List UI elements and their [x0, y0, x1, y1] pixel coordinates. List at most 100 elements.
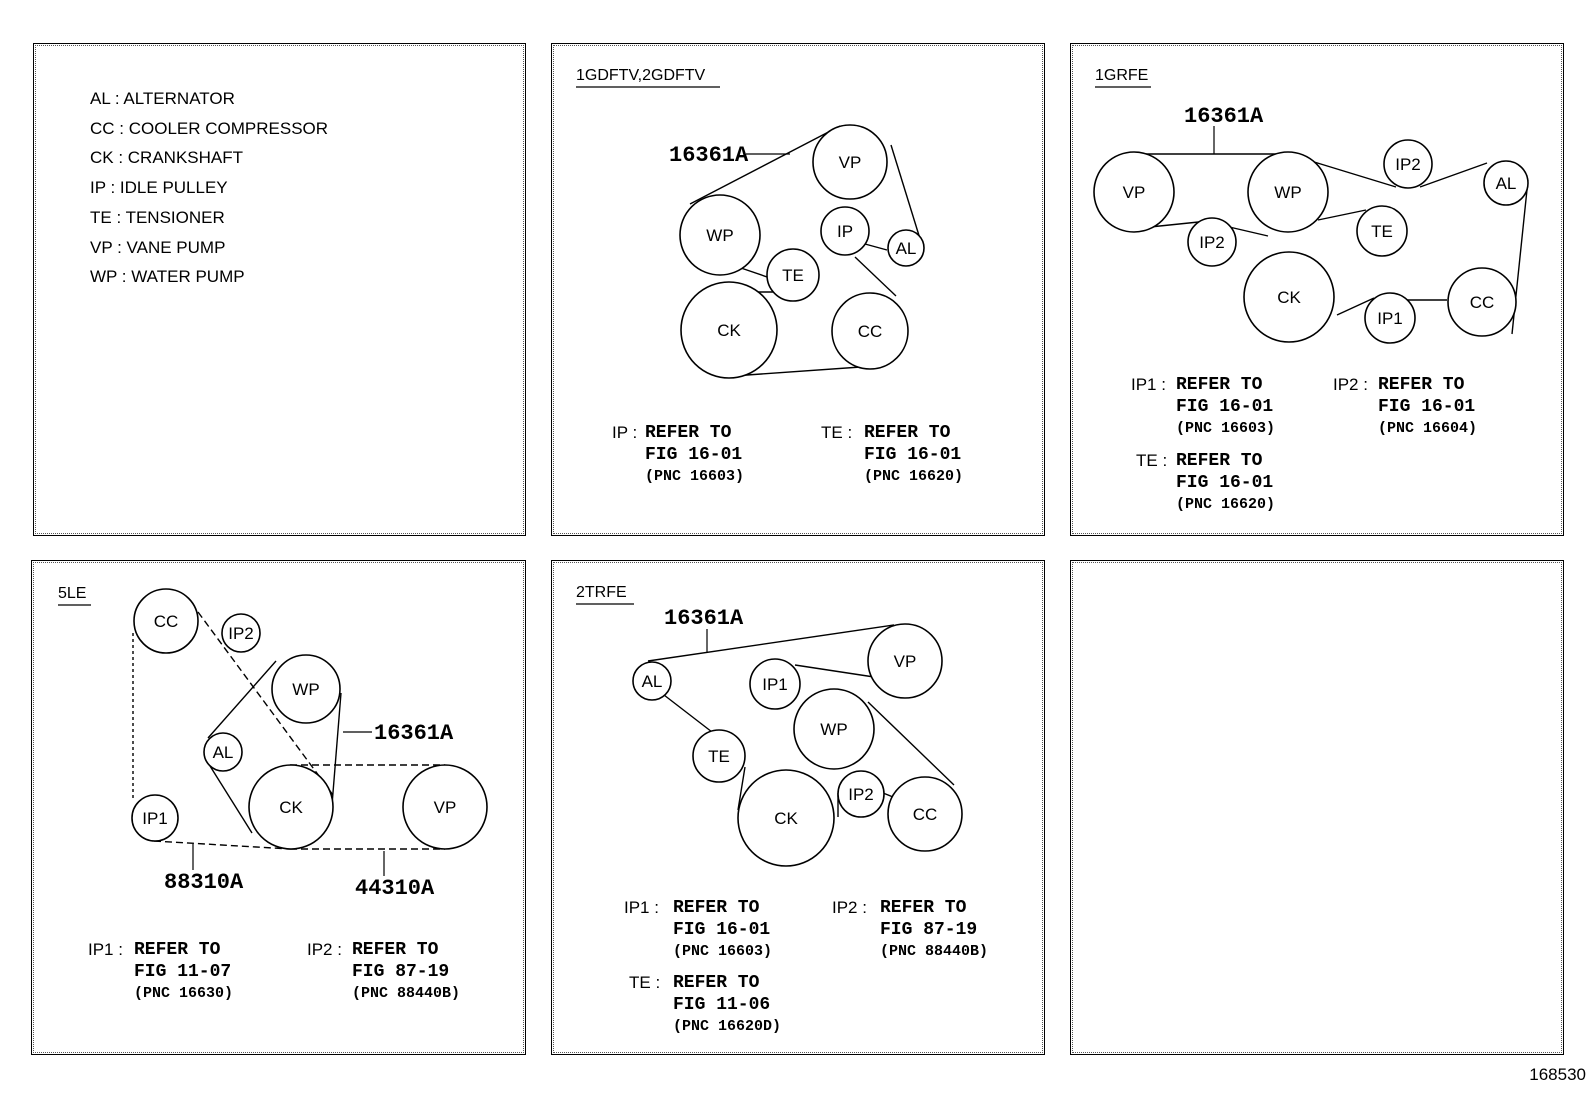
- pulley: [632, 661, 672, 701]
- note-key: TE :: [629, 973, 661, 992]
- diagram-2trfe: 2TRFE 16361A VP AL IP1 WP TE CK IP2 CC: [576, 584, 963, 867]
- pulley: [1243, 251, 1335, 343]
- pulley: [1483, 160, 1529, 206]
- pulley-label: IP1: [1377, 309, 1403, 328]
- pulley: [1247, 151, 1329, 233]
- pulley-label: CC: [913, 805, 938, 824]
- pulley-label: CK: [279, 798, 303, 817]
- note-fig: FIG 87-19: [352, 962, 450, 982]
- pulley-label: AL: [1496, 174, 1517, 193]
- legend-panel: [33, 43, 526, 536]
- note-refer: REFER TO: [134, 940, 221, 960]
- pulley: [679, 194, 761, 276]
- note-pnc: (PNC 88440B): [880, 943, 989, 960]
- pulley: [749, 658, 801, 710]
- pulley-label: TE: [782, 266, 804, 285]
- note-fig: FIG 11-06: [673, 995, 771, 1015]
- belt: [864, 243, 888, 251]
- note-key: IP1 :: [1131, 375, 1166, 394]
- pulley: [1447, 267, 1517, 337]
- note-refer: REFER TO: [1378, 375, 1465, 395]
- note-gr-ip2: IP2 : REFER TO FIG 16-01 (PNC 16604): [1333, 374, 1478, 440]
- note-gd-ip: IP : REFER TO FIG 16-01 (PNC 16603): [612, 422, 744, 488]
- note-pnc: (PNC 16604): [1378, 420, 1478, 437]
- pulley-label: IP2: [848, 785, 874, 804]
- pulley: [133, 588, 199, 654]
- pulley: [402, 764, 488, 850]
- engine-label: 1GRFE: [1095, 67, 1148, 84]
- note-key: IP2 :: [1333, 375, 1368, 394]
- note-fig: FIG 16-01: [673, 920, 771, 940]
- note-fig: FIG 16-01: [864, 445, 962, 465]
- note-refer: REFER TO: [352, 940, 439, 960]
- note-pnc: (PNC 16620): [864, 468, 964, 485]
- part-number: 44310A: [355, 876, 435, 901]
- pulley-label: CC: [154, 612, 179, 631]
- note-key: IP1 :: [624, 898, 659, 917]
- note-pnc: (PNC 16603): [673, 943, 773, 960]
- pulley-label: IP2: [1395, 155, 1421, 174]
- pulley-label: CK: [1277, 288, 1301, 307]
- note-refer: REFER TO: [673, 898, 760, 918]
- note-le-ip2: IP2 : REFER TO FIG 87-19 (PNC 88440B): [307, 939, 461, 1005]
- pulley: [837, 770, 885, 818]
- note-fig: FIG 87-19: [880, 920, 978, 940]
- legend-item: TE : TENSIONER: [90, 207, 225, 227]
- diagram-1gdftv: 1GDFTV,2GDFTV 16361A VP WP TE IP AL CK C…: [576, 67, 925, 379]
- note-key: IP2 :: [307, 940, 342, 959]
- pulley-label: AL: [642, 672, 663, 691]
- belt: [209, 765, 253, 834]
- part-number: 16361A: [374, 721, 454, 746]
- note-key: IP2 :: [832, 898, 867, 917]
- note-le-ip1: IP1 : REFER TO FIG 11-07 (PNC 16630): [88, 939, 234, 1005]
- belt: [207, 660, 277, 739]
- note-tr-ip2: IP2 : REFER TO FIG 87-19 (PNC 88440B): [832, 897, 989, 963]
- note-refer: REFER TO: [1176, 451, 1263, 471]
- belt-dashed: [197, 611, 334, 796]
- pulley: [867, 623, 943, 699]
- belt: [890, 144, 922, 243]
- pulley-label: CC: [858, 322, 883, 341]
- part-number: 16361A: [664, 606, 744, 631]
- note-refer: REFER TO: [645, 423, 732, 443]
- pulley: [812, 124, 888, 200]
- panel-empty: [1070, 560, 1564, 1055]
- part-number: 88310A: [164, 870, 244, 895]
- pulley: [221, 613, 261, 653]
- note-pnc: (PNC 16630): [134, 985, 234, 1002]
- note-pnc: (PNC 16603): [1176, 420, 1276, 437]
- pulley: [1187, 217, 1237, 267]
- pulley: [680, 281, 778, 379]
- pulley: [831, 292, 909, 370]
- part-number: 16361A: [1184, 104, 1264, 129]
- engine-label: 5LE: [58, 585, 86, 602]
- pulley: [692, 729, 746, 783]
- note-refer: REFER TO: [673, 973, 760, 993]
- belt: [732, 365, 876, 377]
- note-tr-ip1: IP1 : REFER TO FIG 16-01 (PNC 16603): [624, 897, 773, 963]
- pulley: [1356, 205, 1408, 257]
- note-refer: REFER TO: [864, 423, 951, 443]
- belt: [854, 256, 897, 297]
- legend-item: CK : CRANKSHAFT: [90, 148, 244, 168]
- legend-item: WP : WATER PUMP: [90, 267, 245, 287]
- note-key: IP1 :: [88, 940, 123, 959]
- pulley: [737, 769, 835, 867]
- note-key: TE :: [821, 423, 853, 442]
- pulley-label: AL: [213, 743, 234, 762]
- pulley-label: CC: [1470, 293, 1495, 312]
- pulley-label: IP2: [1199, 233, 1225, 252]
- legend-item: CC : COOLER COMPRESSOR: [90, 118, 329, 138]
- note-gr-ip1: IP1 : REFER TO FIG 16-01 (PNC 16603): [1131, 374, 1276, 440]
- legend-item: IP : IDLE PULLEY: [90, 178, 228, 198]
- note-refer: REFER TO: [1176, 375, 1263, 395]
- belt: [689, 125, 841, 205]
- engine-label: 2TRFE: [576, 584, 627, 601]
- belt: [1317, 209, 1367, 221]
- figure-number: 168530: [1529, 1065, 1586, 1084]
- pulley: [203, 732, 243, 772]
- pulley: [887, 776, 963, 852]
- note-pnc: (PNC 88440B): [352, 985, 461, 1002]
- note-fig: FIG 16-01: [1378, 397, 1476, 417]
